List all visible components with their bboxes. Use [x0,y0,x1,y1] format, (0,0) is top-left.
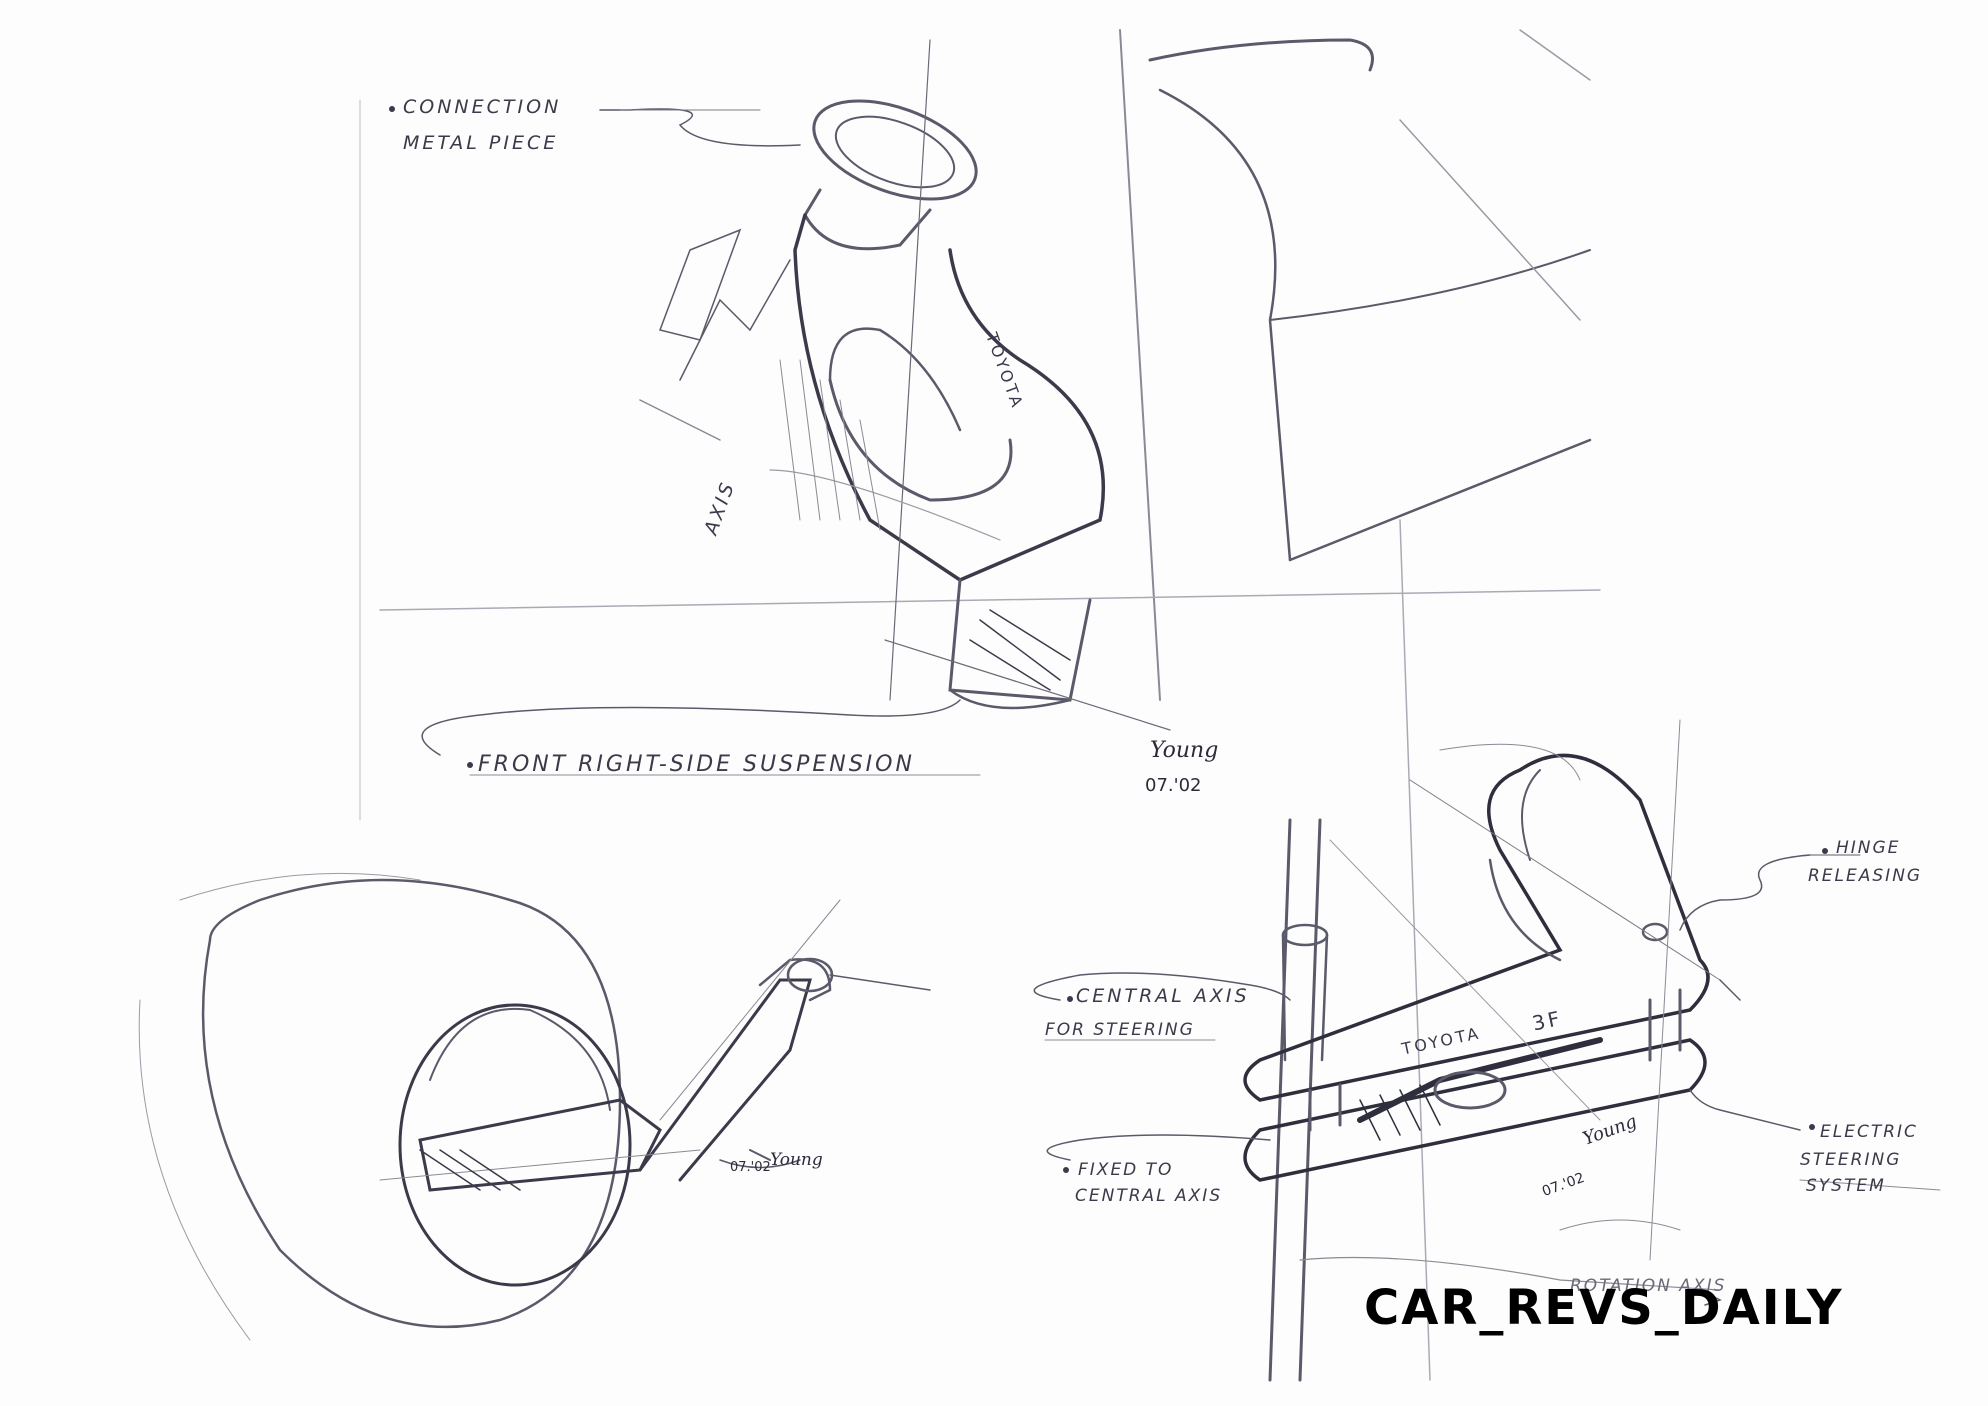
signature-top-date: 07.'02 [1145,775,1202,796]
annotation-electric-line3: SYSTEM [1806,1176,1886,1196]
watermark: CAR_REVS_DAILY [1364,1280,1844,1336]
annotation-front-suspension: FRONT RIGHT-SIDE SUSPENSION [478,752,915,777]
annotation-rotation: ROTATION AXIS [1570,1276,1727,1296]
annotation-central-axis-line1: CENTRAL AXIS [1076,985,1250,1007]
annotation-connection-line1: CONNECTION [403,96,562,118]
bullet-dot [1822,848,1828,854]
bullet-dot [1067,996,1073,1002]
wheel-arm-drawing [138,872,931,1341]
top-suspension-drawing [639,39,1171,731]
bullet-dot [1063,1167,1069,1173]
signature-left: Young [770,1150,823,1170]
annotation-electric-line1: ELECTRIC [1820,1122,1918,1142]
annotation-hinge-line1: HINGE [1836,838,1901,858]
annotation-connection-line2: METAL PIECE [403,132,559,154]
bullet-dot [467,762,473,768]
signature-left-date: 07.'02 [730,1160,771,1175]
annotation-fixed-line1: FIXED TO [1078,1160,1174,1180]
signature-top: Young [1150,738,1219,763]
bullet-dot [1809,1124,1815,1130]
annotation-electric-line2: STEERING [1800,1150,1902,1170]
bullet-dot [389,106,395,112]
steering-hinge-drawing [1243,719,1721,1382]
annotation-fixed-line2: CENTRAL AXIS [1075,1186,1223,1206]
annotation-central-axis-line2: FOR STEERING [1045,1020,1195,1040]
annotation-hinge-line2: RELEASING [1808,866,1923,886]
